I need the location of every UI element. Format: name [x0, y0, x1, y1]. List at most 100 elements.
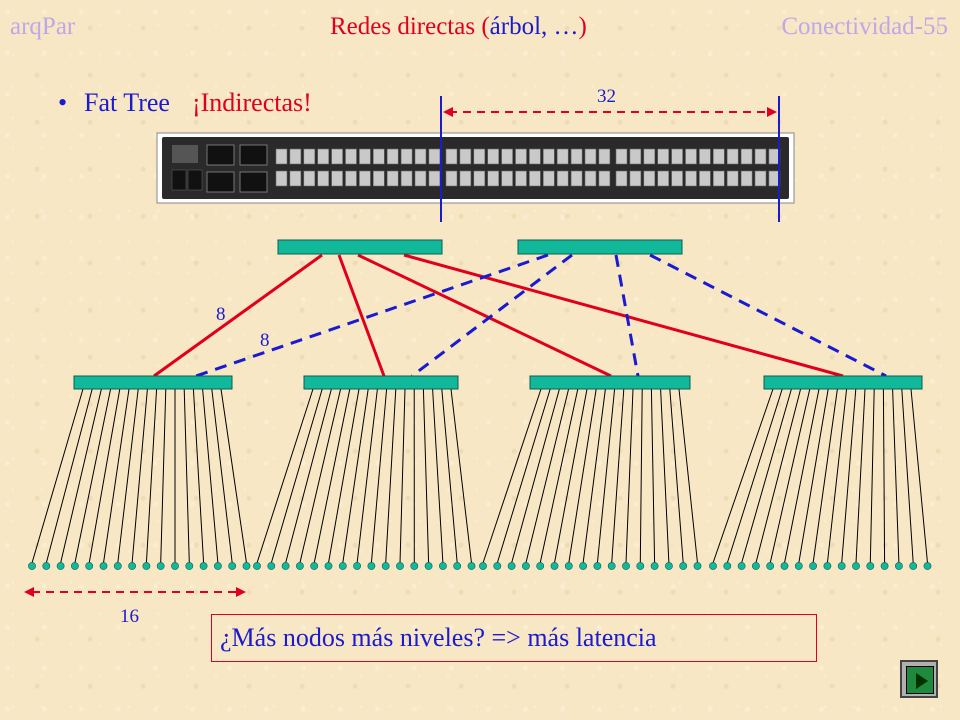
host-node — [550, 562, 559, 570]
bullet-item: •Fat Tree¡Indirectas! — [58, 88, 312, 118]
host-wire — [784, 388, 820, 564]
switch-port — [473, 170, 486, 187]
switch-port — [754, 148, 767, 165]
host-node — [467, 562, 476, 570]
host-wire — [769, 388, 811, 564]
host-node — [310, 562, 319, 570]
spine-switch-2 — [517, 239, 683, 255]
switch-port — [317, 148, 330, 165]
switch-port — [598, 148, 611, 165]
switch-port — [428, 170, 441, 187]
switch-port — [487, 148, 500, 165]
switch-port — [445, 170, 458, 187]
host-wire — [202, 388, 219, 564]
switch-port — [598, 170, 611, 187]
switch-port — [754, 170, 767, 187]
host-node — [837, 562, 846, 570]
switch-port — [584, 170, 597, 187]
switch-port — [629, 148, 642, 165]
switch-port — [629, 170, 642, 187]
host-wire — [256, 388, 314, 564]
blue-link — [649, 253, 887, 378]
red-link — [357, 253, 612, 378]
host-node — [636, 562, 645, 570]
host-wire — [755, 388, 802, 564]
host-node — [410, 562, 419, 570]
switch-port — [584, 148, 597, 165]
host-node — [228, 562, 237, 570]
host-wire — [525, 388, 570, 564]
host-wire — [211, 388, 233, 564]
switch-port — [345, 148, 357, 165]
switch-port — [570, 148, 583, 165]
slide-section-label: Conectividad-55 — [781, 13, 948, 40]
host-wire — [160, 388, 167, 564]
switch-port — [303, 148, 316, 165]
host-wire — [285, 388, 332, 564]
host-node — [766, 562, 775, 570]
host-wire — [432, 388, 444, 564]
host-node — [56, 562, 65, 570]
latency-note: ¿Más nodos más niveles? => más latencia — [211, 614, 817, 662]
host-node — [909, 562, 918, 570]
host-wire — [855, 388, 866, 564]
host-wire — [539, 388, 579, 564]
host-wire — [60, 388, 102, 564]
host-wire — [678, 388, 698, 564]
host-wire — [88, 388, 121, 564]
host-wire — [882, 388, 886, 564]
switch-port — [289, 148, 302, 165]
leaf-switch-1 — [73, 375, 233, 390]
switch-port — [712, 148, 725, 165]
host-wire — [910, 388, 928, 564]
host-wire — [798, 388, 829, 564]
switch-port — [414, 148, 427, 165]
switch-port — [726, 170, 739, 187]
ports-count-label: 32 — [597, 86, 616, 107]
switch-port — [386, 148, 399, 165]
spine-switch-1 — [277, 239, 443, 255]
switch-port — [699, 148, 711, 165]
switch-port — [331, 148, 343, 165]
host-wire — [313, 388, 351, 564]
host-wire — [650, 388, 656, 564]
next-slide-button-face[interactable] — [906, 666, 934, 694]
host-wire — [712, 388, 774, 564]
host-wire — [385, 388, 397, 564]
arrow-head-right-icon — [767, 107, 777, 117]
switch-port — [501, 148, 513, 165]
switch-port — [712, 170, 725, 187]
host-node — [607, 562, 616, 570]
blue-link-count-label: 8 — [260, 330, 270, 351]
host-node — [665, 562, 673, 570]
host-node — [507, 562, 516, 570]
switch-port — [400, 148, 413, 165]
next-slide-icon[interactable] — [900, 660, 938, 698]
host-node — [99, 562, 108, 570]
host-wire — [220, 388, 247, 564]
host-wire — [511, 388, 560, 564]
host-node — [42, 562, 51, 570]
switch-port — [386, 170, 399, 187]
host-wire — [669, 388, 684, 564]
switch-port — [289, 170, 302, 187]
switch-port — [740, 170, 753, 187]
host-node — [794, 562, 803, 570]
host-wire — [399, 388, 406, 564]
host-node — [353, 562, 361, 570]
hosts-count-label: 16 — [120, 606, 139, 627]
host-node — [564, 562, 573, 570]
switch-port — [556, 170, 569, 187]
switch-port — [515, 170, 527, 187]
host-node — [113, 562, 122, 570]
host-wire — [639, 388, 643, 564]
host-wire — [611, 388, 625, 564]
host-node — [142, 562, 151, 570]
switch-port — [400, 170, 413, 187]
host-wire — [741, 388, 792, 564]
switch-port — [671, 170, 683, 187]
host-wire — [596, 388, 616, 564]
switch-port — [459, 170, 472, 187]
arrow-head-right-icon — [236, 587, 246, 597]
host-wire — [192, 388, 205, 564]
